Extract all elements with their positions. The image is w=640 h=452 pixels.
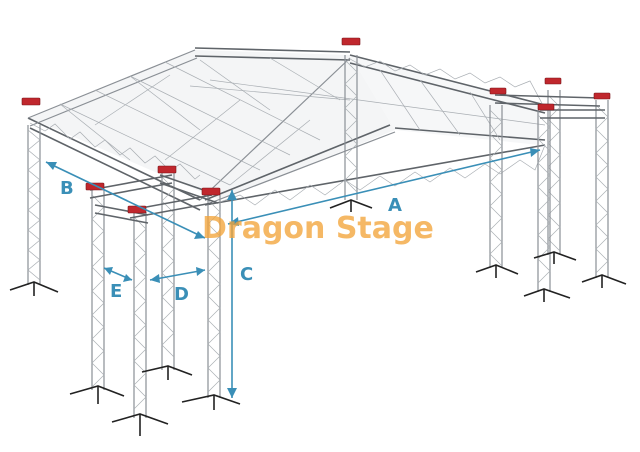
cap-icon — [341, 37, 361, 46]
dimension-label-d: D — [174, 284, 189, 305]
dimension-label-c: C — [240, 264, 253, 285]
watermark-text: Dragon Stage — [202, 211, 434, 246]
dimension-label-e: E — [110, 281, 122, 302]
roof-structure — [27, 47, 546, 211]
cap-icon — [127, 205, 147, 214]
cap-icon — [21, 97, 41, 106]
cap-icon — [593, 92, 611, 100]
cap-icon — [544, 77, 562, 85]
cap-icon — [489, 87, 507, 95]
tower-front — [89, 172, 221, 418]
cap-icon — [537, 103, 555, 111]
dimension-label-a: A — [388, 195, 402, 216]
cap-icon — [201, 187, 221, 196]
dimension-label-b: B — [60, 178, 74, 199]
dimension-lines — [45, 148, 541, 398]
cap-icon — [157, 165, 177, 174]
tower-back-left — [27, 125, 41, 285]
tower-feet — [9, 199, 627, 436]
tower-back-center — [344, 55, 358, 200]
